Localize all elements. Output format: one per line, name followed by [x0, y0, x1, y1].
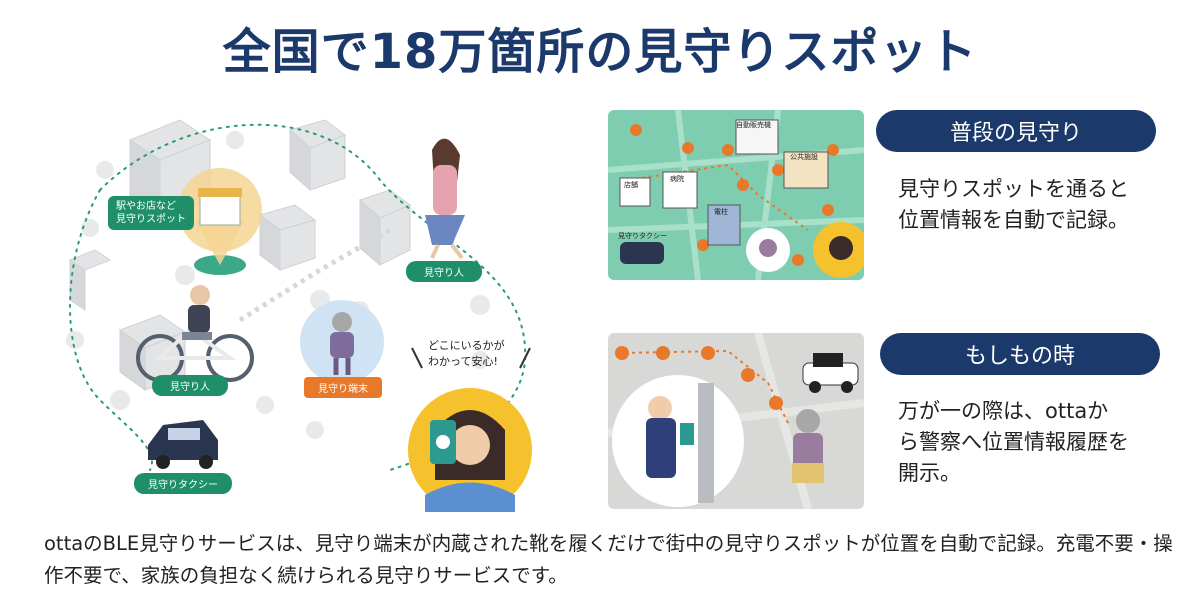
- map-label-pole: 電柱: [714, 208, 728, 216]
- speech-text: どこにいるかが わかって安心!: [428, 339, 505, 368]
- daily-description: 見守りスポットを通ると 位置情報を自動で記録。: [898, 177, 1129, 232]
- map-label-shop: 店舗: [624, 181, 638, 189]
- label-cyclist: 見守り人: [152, 375, 228, 396]
- label-taxi: 見守りタクシー: [134, 473, 232, 494]
- town-illustration: 駅やお店など 見守りスポット 見守り人 見守り人 見守り端末 見守りタクシー ど…: [60, 100, 580, 520]
- emergency-heading: もしもの時: [880, 333, 1160, 375]
- map-label-vending: 自動販売機: [736, 121, 771, 129]
- emergency-map-panel: [608, 333, 864, 509]
- daily-heading: 普段の見守り: [876, 110, 1156, 152]
- daily-map-panel: 自動販売機 公共施設 店舗 病院 電柱 見守りタクシー: [608, 110, 864, 280]
- map-label-hospital: 病院: [670, 175, 684, 183]
- label-walker: 見守り人: [406, 261, 482, 282]
- label-station-store: 駅やお店など 見守りスポット: [108, 196, 194, 230]
- label-device: 見守り端末: [304, 377, 382, 398]
- footer-text: ottaのBLE見守りサービスは、見守り端末が内蔵された靴を履くだけで街中の見守…: [44, 532, 1173, 587]
- map-label-taxi: 見守りタクシー: [618, 232, 667, 240]
- page-title: 全国で18万箇所の見守りスポット: [222, 24, 978, 80]
- emergency-description: 万が一の際は、ottaか ら警察へ位置情報履歴を 開示。: [898, 399, 1129, 485]
- map-label-park: 公共施設: [790, 153, 818, 161]
